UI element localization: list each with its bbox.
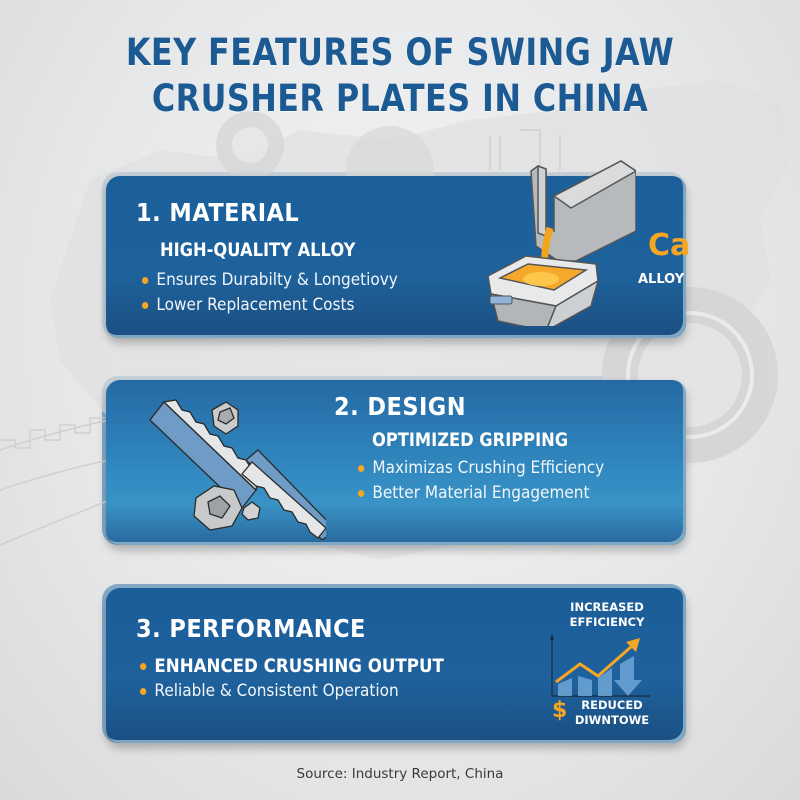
feature-card-material: 1. MATERIAL HIGH-QUALITY ALLOY Ensures D…	[102, 160, 690, 338]
bullet-item: ENHANCED CRUSHING OUTPUT	[140, 654, 444, 679]
bullet-list: ENHANCED CRUSHING OUTPUT Reliable & Cons…	[140, 654, 478, 704]
card-subheading: HIGH-QUALITY ALLOY	[160, 240, 356, 261]
source-footnote: Source: Industry Report, China	[296, 766, 504, 782]
bullet-list: Ensures Durabilty & Longetiovy Lower Rep…	[142, 268, 426, 318]
title-line-1: KEY FEATURES OF SWING JAW	[125, 31, 675, 74]
dollar-icon: $	[552, 698, 568, 723]
alloy-label: ALLOY	[638, 272, 685, 287]
bullet-item: Maximizas Crushing Efficiency	[358, 456, 604, 481]
element-symbol: Ca	[648, 228, 691, 263]
reduced-downtime-label: REDUCED DIWNTOWE	[574, 698, 650, 727]
bullet-dot-icon	[358, 490, 365, 497]
jaw-plates-crushing-rocks-icon	[149, 399, 326, 540]
bullet-dot-icon	[140, 663, 147, 670]
increased-efficiency-label: INCREASED EFFICIENCY	[569, 600, 645, 629]
title-line-2: CRUSHER PLATES IN CHINA	[151, 77, 649, 120]
bullet-dot-icon	[140, 688, 147, 695]
card-heading: 3. PERFORMANCE	[136, 614, 366, 643]
card-heading: 1. MATERIAL	[136, 198, 300, 227]
bullet-dot-icon	[142, 277, 149, 284]
molten-alloy-pour-icon	[487, 160, 636, 326]
efficiency-chart-icon	[550, 634, 650, 697]
bullet-list: Maximizas Crushing Efficiency Better Mat…	[358, 456, 632, 506]
bullet-item: Reliable & Consistent Operation	[140, 679, 444, 704]
bullet-item: Ensures Durabilty & Longetiovy	[142, 268, 398, 293]
card-heading: 2. DESIGN	[334, 392, 467, 421]
card-subheading: OPTIMIZED GRIPPING	[372, 430, 569, 451]
feature-card-design: 2. DESIGN OPTIMIZED GRIPPING Maximizas C…	[102, 376, 686, 545]
bullet-dot-icon	[142, 302, 149, 309]
feature-card-performance: 3. PERFORMANCE ENHANCED CRUSHING OUTPUT …	[102, 584, 686, 743]
page-title: KEY FEATURES OF SWING JAW CRUSHER PLATES…	[56, 30, 744, 122]
bullet-dot-icon	[358, 465, 365, 472]
bullet-item: Lower Replacement Costs	[142, 293, 398, 318]
bullet-item: Better Material Engagement	[358, 481, 604, 506]
